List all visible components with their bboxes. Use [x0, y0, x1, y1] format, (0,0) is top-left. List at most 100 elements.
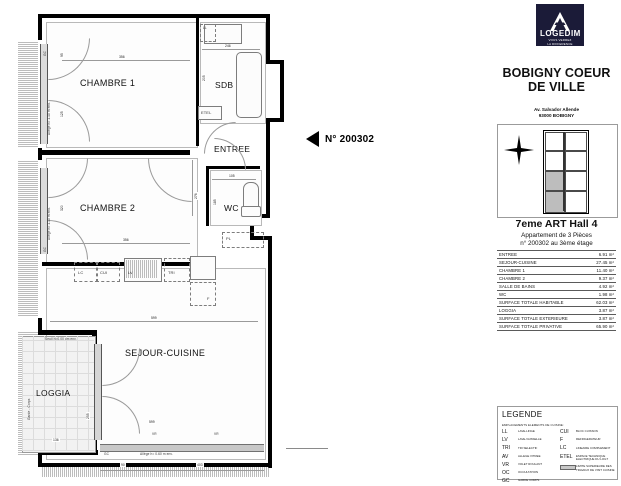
label-cui: CUI: [100, 270, 108, 275]
dim-bottom-seg1: 90: [120, 463, 126, 467]
placard-pl: [222, 232, 264, 248]
program-title-line-2: DE VILLE: [527, 80, 586, 94]
kp-unit-1: [545, 132, 565, 151]
wall-right-notch-a: [266, 60, 284, 64]
label-tri: TRI: [168, 270, 175, 275]
dim-sdb-height: 205: [202, 74, 206, 82]
label-gc-bottom: GC: [104, 452, 109, 456]
toilet-tank-wc: [241, 206, 261, 217]
wall-left-mid: [38, 148, 42, 160]
wall-left-upper: [38, 14, 42, 40]
apartment-subtitle-line-2: n° 200302 au 3ème étage: [520, 240, 593, 247]
kitchen-f: [190, 282, 216, 306]
legend-description: ESPACE TECHNIQUE ELECTRIQUE DU LOGT: [576, 453, 609, 462]
surface-value: 3.87 m²: [586, 306, 616, 315]
legend-abbreviation: F: [560, 437, 564, 444]
surface-value: 6.91 m²: [586, 250, 616, 259]
legend-description: LIMITE SUPERIEURE DES TRAVAUX DE VISIT C…: [576, 464, 615, 472]
legend-description: LAVE-LINGE: [518, 429, 535, 434]
wall-right-mid: [266, 118, 270, 218]
label-gc-chambre-1: GC: [43, 51, 47, 56]
surface-label: WC: [497, 290, 586, 299]
room-label-chambre-1: CHAMBRE 1: [80, 78, 136, 88]
legend-description: GARDE CORPS: [518, 478, 540, 483]
label-allege-chambre-2: Allège h= 1.10 m env.: [47, 207, 51, 240]
dim-loggia-height: 255: [86, 412, 90, 420]
label-allege-bottom: Allège h= 0.60 m env.: [140, 452, 173, 456]
wall-left-lower: [38, 318, 42, 332]
apartment-subtitle-line-1: Appartement de 3 Pièces: [521, 232, 592, 239]
dim-wc-width: 105: [228, 174, 236, 178]
legend-abbreviation: OC: [502, 469, 510, 476]
dim-wc-height: 185: [213, 198, 217, 206]
surface-value: 11.40 m²: [586, 266, 616, 275]
dim-chambre1-width: 356: [118, 55, 126, 59]
kp-unit-4: [565, 151, 587, 171]
marker-label: N° 200302: [325, 133, 375, 145]
dim-bottom-seg2: 403: [196, 463, 204, 467]
label-lc: LC: [78, 270, 84, 275]
marker-triangle-icon: [306, 131, 319, 147]
kitchen-tri: [164, 258, 190, 282]
legend-description: OCCULTATION: [518, 470, 539, 475]
surface-value: 27.45 m²: [586, 258, 616, 267]
label-ll: LL: [203, 26, 207, 30]
surface-label: CHAMBRE 2: [497, 274, 586, 283]
legend-description: VOLET ROULANT: [518, 462, 543, 467]
kitchen-hood: [190, 256, 216, 280]
wall-top: [38, 14, 270, 18]
legend-abbreviation: ETEL: [560, 453, 573, 460]
facade-hatch-left-lower: [18, 160, 38, 316]
legend-abbreviation: LV: [502, 437, 508, 444]
wall-right-step-b: [250, 214, 254, 240]
dim-sejour-width: 599: [150, 316, 158, 320]
label-vr-bottom-left: VR: [152, 432, 157, 436]
partition-wc-left: [206, 166, 209, 226]
dim-loggia-width: 136: [52, 438, 60, 442]
legend-abbreviation: GC: [502, 478, 510, 485]
label-gc-chambre-2: GC: [43, 247, 47, 252]
dim-chambre2-width: 356: [122, 238, 130, 242]
legend-header: EMPLACEMENTS ELEMENTS DE CUISINE:: [502, 423, 564, 427]
program-address: Av. Salvador Allende 93000 BOBIGNY: [492, 107, 621, 119]
apartment-subtitle: Appartement de 3 Pièces n° 200302 au 3èm…: [492, 232, 621, 248]
hall-title: 7eme ART Hall 4: [515, 218, 598, 230]
legend-abbreviation: AV: [502, 453, 509, 460]
label-garde-corps: Garde - Corps: [27, 398, 31, 421]
wall-right-notch-b: [280, 60, 284, 122]
kitchen-lc: [74, 262, 98, 282]
floor-plan-drawing: CHAMBRE 1 356 95 125 Allège h= 1.10 m en…: [18, 14, 375, 477]
legend-abbreviation: LL: [502, 429, 508, 435]
surface-value: 65.90 m²: [586, 322, 616, 331]
surface-label: SURFACE TOTALE HABITABLE: [497, 298, 586, 307]
dim-chambre1-b: 125: [60, 110, 64, 118]
kp-unit-7-selected: [545, 191, 565, 213]
dim-entree-height: 276: [194, 192, 198, 200]
room-label-loggia: LOGGIA: [36, 388, 71, 398]
legend-abbreviation: CUI: [560, 429, 569, 435]
room-label-sdb: SDB: [215, 80, 234, 90]
logo-chevron-icon: [550, 12, 570, 31]
dim-line-wc-width: [212, 179, 256, 180]
program-address-line-1: Av. Salvador Allende: [533, 107, 579, 112]
surface-value: 62.03 m²: [586, 298, 616, 307]
interior-stub-right: [286, 448, 328, 457]
legend-description: ALLEGE VITREE: [518, 453, 541, 458]
room-label-wc: WC: [224, 203, 239, 213]
bathtub-sdb: [236, 52, 262, 118]
bay-window-band: [100, 444, 264, 452]
program-title-line-1: BOBIGNY COEUR: [502, 66, 611, 80]
label-etel: ETEL: [201, 110, 212, 115]
facade-hatch-left-upper: [18, 42, 38, 147]
